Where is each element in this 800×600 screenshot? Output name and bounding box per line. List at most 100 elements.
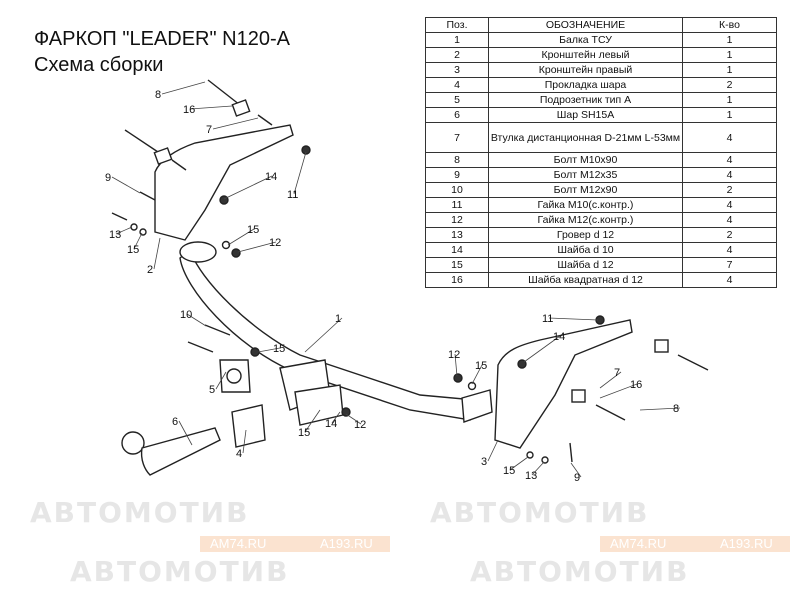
bolt-8-left-2 (124, 129, 159, 153)
cell-name: Шайба квадратная d 12 (488, 272, 683, 288)
watermark-text: AM74.RU (610, 536, 667, 551)
spacer-sleeve (171, 159, 187, 171)
leader-line (115, 226, 133, 235)
callout-label: 9 (574, 472, 580, 484)
bolt-10 (187, 341, 214, 353)
leader-line (215, 371, 227, 390)
callout-label: 11 (287, 189, 298, 201)
square-washer (153, 147, 173, 165)
washer (467, 381, 477, 391)
callout-label: 5 (209, 384, 215, 396)
bolt-9-left-2 (111, 212, 128, 221)
leader-line (186, 313, 207, 327)
cell-qty: 2 (682, 77, 777, 93)
watermark-text: AM74.RU (210, 536, 267, 551)
cell-pos: 15 (425, 257, 489, 273)
callout-label: 7 (614, 367, 620, 379)
leader-line (304, 409, 321, 433)
cell-pos: 13 (425, 227, 489, 243)
callout-label: 8 (155, 89, 161, 101)
watermark-logo: АВТОМОТИВ (430, 496, 650, 529)
cell-name: Подрозетник тип А (488, 92, 683, 108)
leader-line (639, 407, 681, 411)
bracket-right (494, 319, 633, 449)
square-washer (654, 339, 669, 353)
cell-pos: 2 (425, 47, 489, 63)
cell-name: Шайба d 12 (488, 257, 683, 273)
beam-plate-right (461, 389, 493, 423)
col-name: ОБОЗНАЧЕНИЕ (488, 17, 683, 33)
watermark-logo: АВТОМОТИВ (470, 555, 690, 588)
bolt-9-left-1 (139, 191, 156, 201)
cell-name: Болт М10х90 (488, 152, 683, 168)
cell-pos: 3 (425, 62, 489, 78)
cell-name: Гайка М10(с.контр.) (488, 197, 683, 213)
washer (139, 228, 147, 236)
leader-line (471, 364, 483, 385)
cell-name: Шайба d 10 (488, 242, 683, 258)
callout-label: 1 (335, 313, 341, 325)
bolt-8-left-1 (207, 79, 241, 106)
watermark-text: A193.RU (720, 536, 773, 551)
callout-label: 12 (354, 419, 366, 431)
callout-label: 13 (109, 229, 121, 241)
callout-label: 15 (298, 427, 310, 439)
cell-qty: 4 (682, 152, 777, 168)
nut (231, 248, 241, 258)
callout-label: 15 (273, 343, 285, 355)
callout-label: 6 (172, 416, 178, 428)
cell-pos: 14 (425, 242, 489, 258)
leader-line (331, 411, 341, 424)
nut (341, 407, 351, 417)
cell-qty: 4 (682, 272, 777, 288)
cell-qty: 4 (682, 212, 777, 228)
leader-line (599, 371, 622, 389)
tow-ball (121, 431, 145, 455)
washer (130, 223, 138, 231)
square-washer (231, 99, 251, 117)
callout-label: 12 (448, 349, 460, 361)
leader-line (487, 439, 499, 462)
leader-line (523, 335, 561, 363)
leader-line (212, 117, 259, 130)
cell-pos: 4 (425, 77, 489, 93)
cell-pos: 1 (425, 32, 489, 48)
callout-label: 2 (147, 264, 153, 276)
cell-qty: 2 (682, 227, 777, 243)
cell-name: Втулка дистанционная D-21мм L-53мм (488, 122, 683, 153)
cell-name: Болт М12х35 (488, 167, 683, 183)
washer (526, 451, 534, 459)
cell-qty: 4 (682, 122, 777, 153)
cell-qty: 1 (682, 47, 777, 63)
callout-label: 15 (503, 465, 515, 477)
cell-name: Болт М12х90 (488, 182, 683, 198)
cell-qty: 7 (682, 257, 777, 273)
callout-label: 16 (183, 104, 195, 116)
cell-name: Гровер d 12 (488, 227, 683, 243)
cell-pos: 11 (425, 197, 489, 213)
cell-name: Шар SH15A (488, 107, 683, 123)
cell-qty: 1 (682, 32, 777, 48)
leader-line (454, 353, 458, 377)
leader-line (531, 461, 545, 476)
cell-pos: 6 (425, 107, 489, 123)
callout-label: 8 (673, 403, 679, 415)
leader-line (599, 383, 638, 399)
leader-line (548, 317, 599, 321)
cell-qty: 4 (682, 167, 777, 183)
washer (221, 240, 231, 250)
col-pos: Поз. (425, 17, 489, 33)
